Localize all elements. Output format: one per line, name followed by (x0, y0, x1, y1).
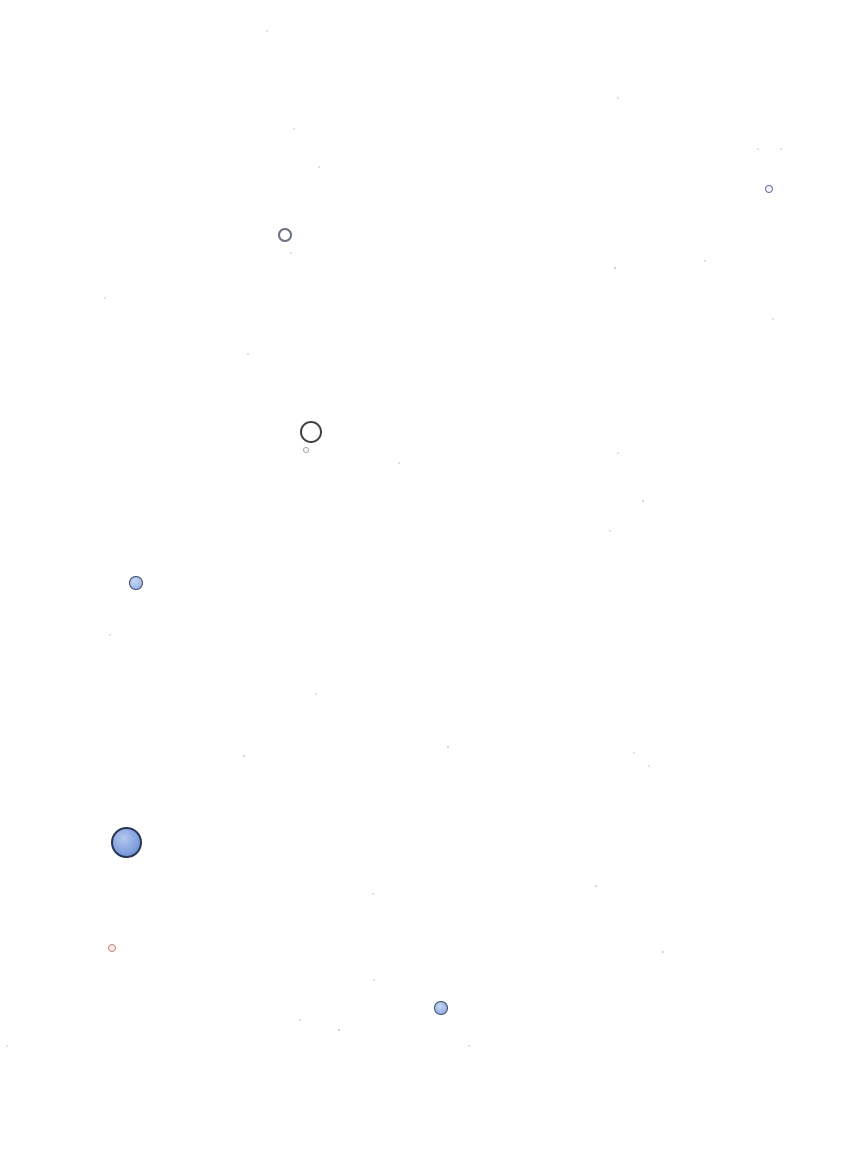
speck (299, 1019, 301, 1021)
speck (398, 462, 400, 464)
speck (617, 97, 619, 99)
speck (757, 148, 759, 150)
speck (315, 693, 317, 695)
speck (290, 252, 292, 254)
pink-dot-marker (108, 944, 116, 952)
speck (243, 755, 245, 757)
speck (247, 353, 249, 355)
speck (633, 752, 635, 754)
speck (662, 951, 664, 953)
blue-dot-marker (129, 576, 143, 590)
speck (109, 634, 111, 636)
hollow-ring-marker (278, 228, 292, 242)
speck (468, 1045, 470, 1047)
speck (372, 893, 374, 895)
speck (266, 30, 268, 32)
speck (609, 530, 611, 532)
speck (373, 979, 375, 981)
speck (642, 500, 644, 502)
speck (104, 297, 106, 299)
speck (595, 885, 597, 887)
speck (293, 128, 295, 130)
speck (617, 452, 619, 454)
speck (648, 765, 650, 767)
hollow-ring-marker (300, 421, 322, 443)
speck (614, 267, 616, 269)
blue-dot-marker (434, 1001, 448, 1015)
speck (338, 1029, 340, 1031)
speck (772, 318, 774, 320)
speck (318, 166, 320, 168)
speck (6, 1045, 8, 1047)
speck (780, 148, 782, 150)
blue-dot-marker (111, 827, 142, 858)
speck (704, 260, 706, 262)
hollow-ring-marker (303, 447, 309, 453)
speck (447, 746, 449, 748)
hollow-ring-marker (765, 185, 773, 193)
